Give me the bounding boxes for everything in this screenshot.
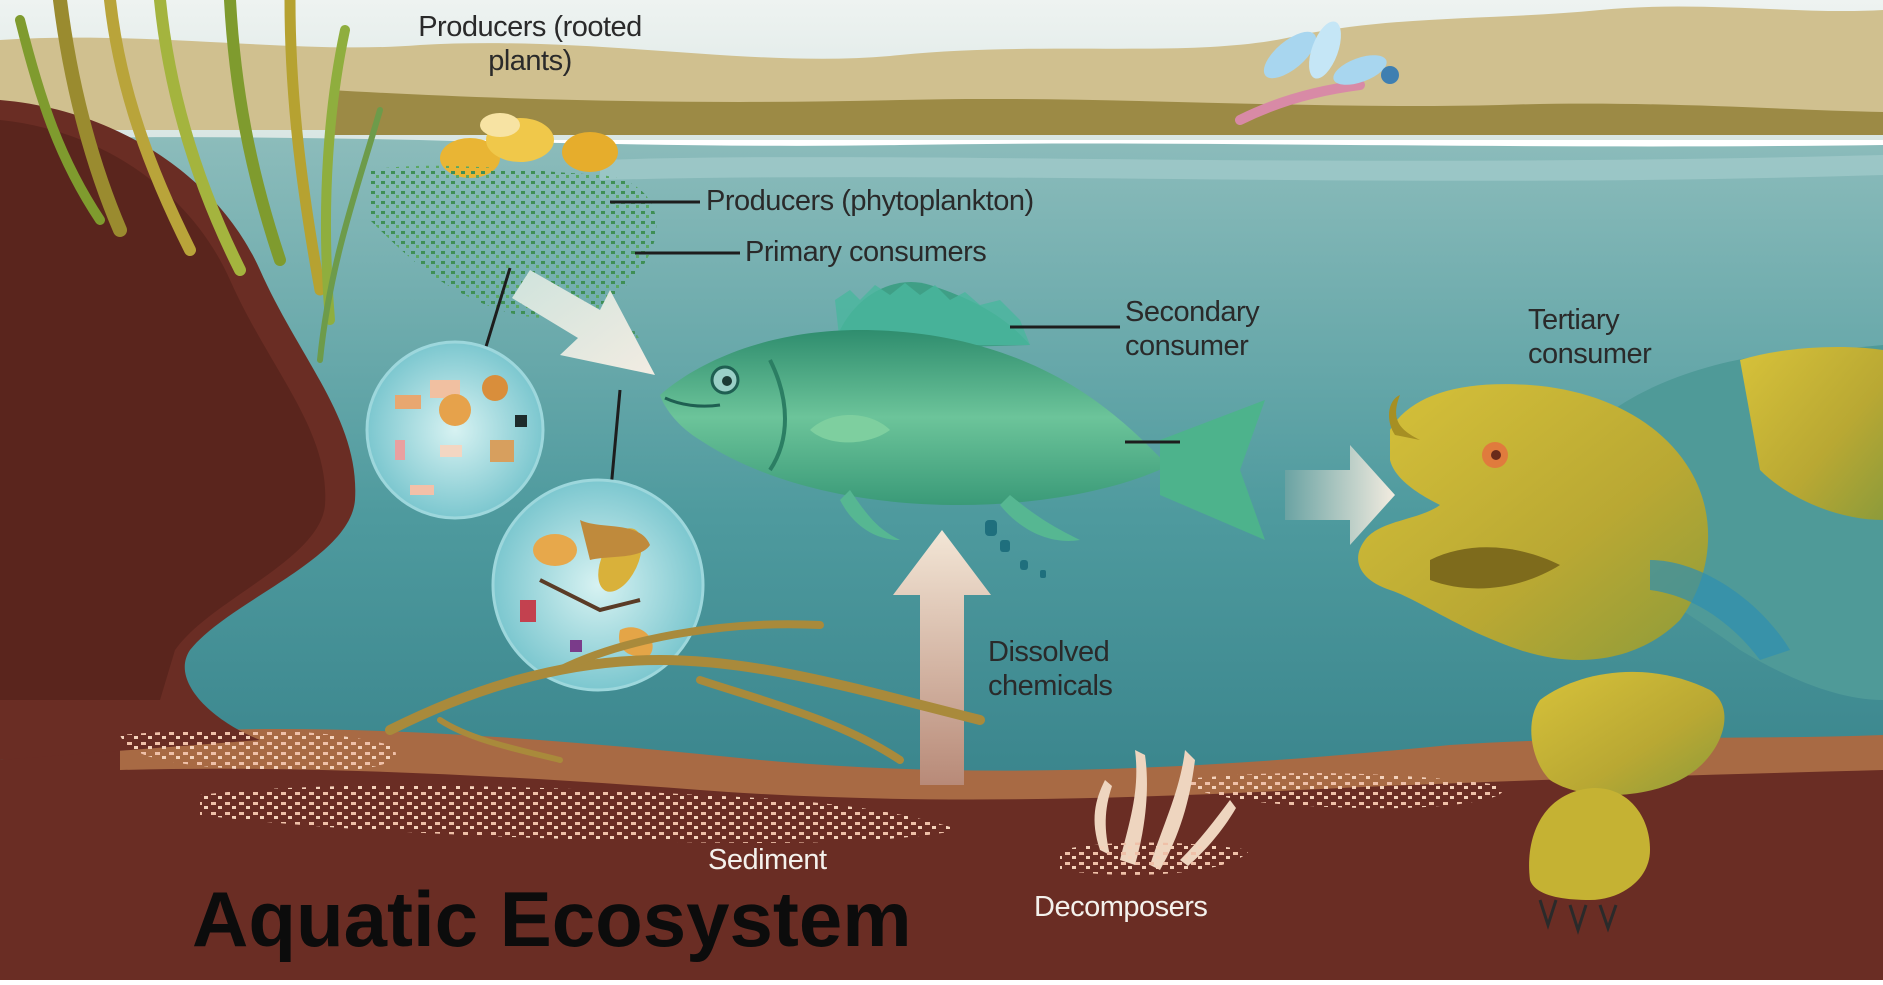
label-producers-phytoplankton: Producers (phytoplankton) — [706, 184, 1034, 218]
label-secondary-consumer: Secondary consumer — [1125, 295, 1300, 363]
label-decomposers: Decomposers — [1034, 890, 1207, 924]
page-title: Aquatic Ecosystem — [192, 874, 912, 964]
label-primary-consumers: Primary consumers — [745, 235, 986, 269]
label-sediment: Sediment — [708, 843, 827, 877]
label-dissolved-chemicals: Dissolved chemicals — [988, 635, 1153, 703]
label-tertiary-consumer: Tertiary consumer — [1528, 303, 1693, 371]
label-producers-rooted-plants: Producers (rooted plants) — [395, 10, 665, 78]
